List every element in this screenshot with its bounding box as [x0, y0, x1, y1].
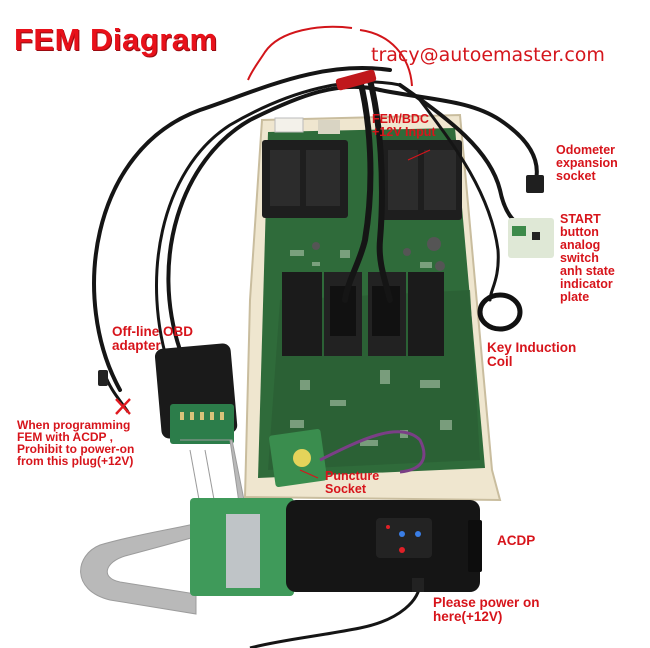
- label-start-line5: anh state: [560, 264, 615, 278]
- red-clip-wire-2: [359, 29, 413, 87]
- top-connector-left: [262, 140, 348, 218]
- label-odometer-line1: Odometer: [556, 143, 616, 157]
- label-odometer-line2: expansion: [556, 156, 618, 170]
- middle-connector-row: [282, 272, 444, 356]
- label-puncture-line2: Socket: [325, 482, 366, 496]
- label-start-line2: button: [560, 225, 599, 239]
- label-start-line6: indicator: [560, 277, 613, 291]
- label-warn-line3: Prohibit to power-on: [17, 442, 135, 456]
- label-start-line1: START: [560, 212, 601, 226]
- label-power-on: Please power on here(+12V): [433, 596, 540, 624]
- label-odometer-line3: socket: [556, 169, 596, 183]
- capacitor-group: [312, 237, 445, 271]
- label-start-line4: switch: [560, 251, 599, 265]
- acdp-power-plug: [412, 578, 424, 592]
- label-start-line7: plate: [560, 290, 590, 304]
- key-induction-coil: [477, 292, 523, 332]
- red-clip-wire: [247, 25, 353, 81]
- label-power-line1: Please power on: [433, 595, 540, 610]
- label-offline-line1: Off-line OBD: [112, 324, 193, 339]
- label-key-line1: Key Induction: [487, 340, 577, 355]
- puncture-socket-board: [269, 429, 327, 487]
- label-key-line2: Coil: [487, 354, 513, 369]
- acdp-device: [286, 500, 482, 592]
- label-power-warning: When programming FEM with ACDP , Prohibi…: [17, 419, 134, 467]
- red-alligator-clip: [335, 69, 377, 91]
- label-warn-line4: from this plug(+12V): [17, 454, 134, 468]
- label-pointers: [299, 149, 431, 479]
- label-acdp: ACDP: [497, 533, 536, 548]
- label-key-induction-coil: Key Induction Coil: [487, 341, 576, 369]
- label-warn-line1: When programming: [17, 418, 131, 432]
- label-offline-line2: adapter: [112, 338, 161, 353]
- start-indicator-plate: [508, 218, 554, 258]
- diagram-title: FEM Diagram: [14, 22, 218, 57]
- board-jumper: [318, 120, 340, 134]
- power-plug: [98, 370, 108, 386]
- offline-obd-adapter: [154, 343, 238, 444]
- purple-cable: [319, 430, 426, 474]
- label-puncture-line1: Puncture: [325, 469, 380, 483]
- label-puncture-socket: Puncture Socket: [325, 470, 379, 496]
- label-warn-line2: FEM with ACDP ,: [17, 430, 113, 444]
- contact-email: tracy@autoemaster.com: [371, 44, 605, 66]
- label-start-button: START button analog switch anh state ind…: [560, 213, 615, 304]
- label-fem-bdc-line2: +12V Input: [372, 125, 436, 139]
- label-power-line2: here(+12V): [433, 609, 503, 624]
- top-connector-right: [380, 140, 462, 220]
- label-fem-bdc-line1: FEM/BDC: [372, 112, 429, 126]
- acdp-power-cable: [249, 581, 422, 648]
- label-offline-obd: Off-line OBD adapter: [112, 325, 193, 353]
- label-start-line3: analog: [560, 238, 601, 252]
- interface-board: [190, 498, 294, 596]
- prohibit-x-mark: [115, 398, 131, 415]
- odometer-socket: [526, 175, 544, 193]
- label-fem-bdc-input: FEM/BDC +12V Input: [372, 113, 436, 139]
- label-odometer: Odometer expansion socket: [556, 144, 618, 183]
- board-header: [274, 117, 304, 133]
